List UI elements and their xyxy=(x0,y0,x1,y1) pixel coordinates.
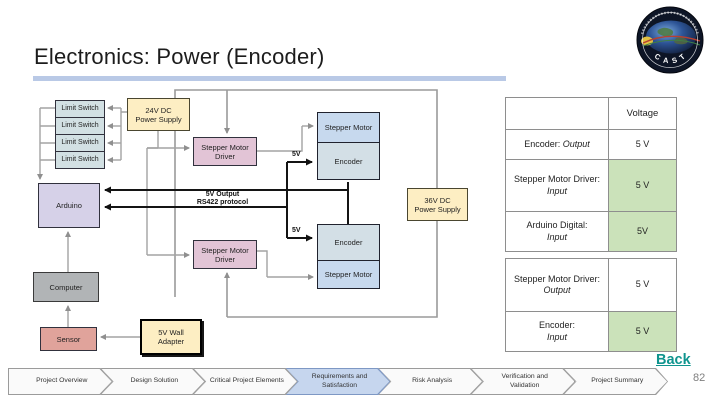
voltage-table-header: Voltage xyxy=(506,98,676,129)
table-row: Stepper Motor Driver:Output 5 V xyxy=(506,259,676,311)
box-limit-switch-1: Limit Switch xyxy=(55,100,105,118)
label-5v-top: 5V xyxy=(292,151,301,158)
box-wall-adapter: 5V Wall Adapter xyxy=(140,319,202,355)
logo-arc-text-decor xyxy=(640,11,700,35)
nav-item-label: Project Summary xyxy=(564,369,667,394)
box-stepper-motor-top: Stepper Motor xyxy=(317,112,380,143)
nav-item-label: Requirements and Satisfaction xyxy=(287,369,390,394)
title-underline xyxy=(33,76,506,81)
box-encoder-top: Encoder xyxy=(317,142,380,180)
page-title: Electronics: Power (Encoder) xyxy=(34,44,325,69)
nav-item-label: Risk Analysis xyxy=(379,369,482,394)
row-label: Stepper Motor Driver:Input xyxy=(506,160,609,211)
header-empty-cell xyxy=(506,98,609,129)
box-limit-switch-2: Limit Switch xyxy=(55,117,105,135)
row-voltage: 5 V xyxy=(609,312,676,351)
nav-item-critical-project-elements[interactable]: Critical Project Elements xyxy=(193,368,298,395)
label-rs422: 5V Output RS422 protocol xyxy=(196,191,249,207)
nav-item-project-overview[interactable]: Project Overview xyxy=(8,368,113,395)
nav-item-label: Project Overview xyxy=(9,369,112,394)
box-psu-36v: 36V DC Power Supply xyxy=(407,188,468,221)
row-label: Encoder: Output xyxy=(506,130,609,159)
box-stepper-driver-top: Stepper Motor Driver xyxy=(193,137,257,166)
box-computer: Computer xyxy=(33,272,99,302)
nav-item-design-solution[interactable]: Design Solution xyxy=(101,368,206,395)
back-link[interactable]: Back xyxy=(656,352,691,368)
nav-item-project-summary[interactable]: Project Summary xyxy=(563,368,668,395)
box-psu-24v: 24V DC Power Supply xyxy=(127,98,190,131)
cast-logo: CAST xyxy=(636,6,704,74)
row-voltage: 5 V xyxy=(635,279,650,290)
box-limit-switch-4: Limit Switch xyxy=(55,151,105,169)
nav-item-label: Critical Project Elements xyxy=(194,369,297,394)
row-label: Arduino Digital:Input xyxy=(506,212,609,251)
row-label: Stepper Motor Driver:Output xyxy=(506,259,609,311)
box-arduino: Arduino xyxy=(38,183,100,228)
nav-item-requirements-and-satisfaction[interactable]: Requirements and Satisfaction xyxy=(286,368,391,395)
box-stepper-motor-bottom: Stepper Motor xyxy=(317,260,380,289)
logo-globe xyxy=(641,20,701,54)
page-number: 82 xyxy=(693,372,706,384)
row-voltage: 5V xyxy=(609,212,676,251)
nav-item-label: Verification and Validation xyxy=(472,369,575,394)
box-stepper-driver-bottom: Stepper Motor Driver xyxy=(193,240,257,269)
nav-item-risk-analysis[interactable]: Risk Analysis xyxy=(378,368,483,395)
box-encoder-bottom: Encoder xyxy=(317,224,380,261)
box-sensor: Sensor xyxy=(40,327,97,351)
nav-item-verification-and-validation[interactable]: Verification and Validation xyxy=(471,368,576,395)
row-label: Encoder:Input xyxy=(506,312,609,351)
header-voltage-cell: Voltage xyxy=(626,107,659,119)
row-voltage: 5 V xyxy=(609,160,676,211)
box-limit-switch-3: Limit Switch xyxy=(55,134,105,152)
row-voltage: 5 V xyxy=(635,138,650,149)
table-row: Encoder: Output 5 V xyxy=(506,129,676,159)
logo-ring xyxy=(642,12,698,68)
label-5v-bottom: 5V xyxy=(292,227,301,234)
nav-item-label: Design Solution xyxy=(102,369,205,394)
